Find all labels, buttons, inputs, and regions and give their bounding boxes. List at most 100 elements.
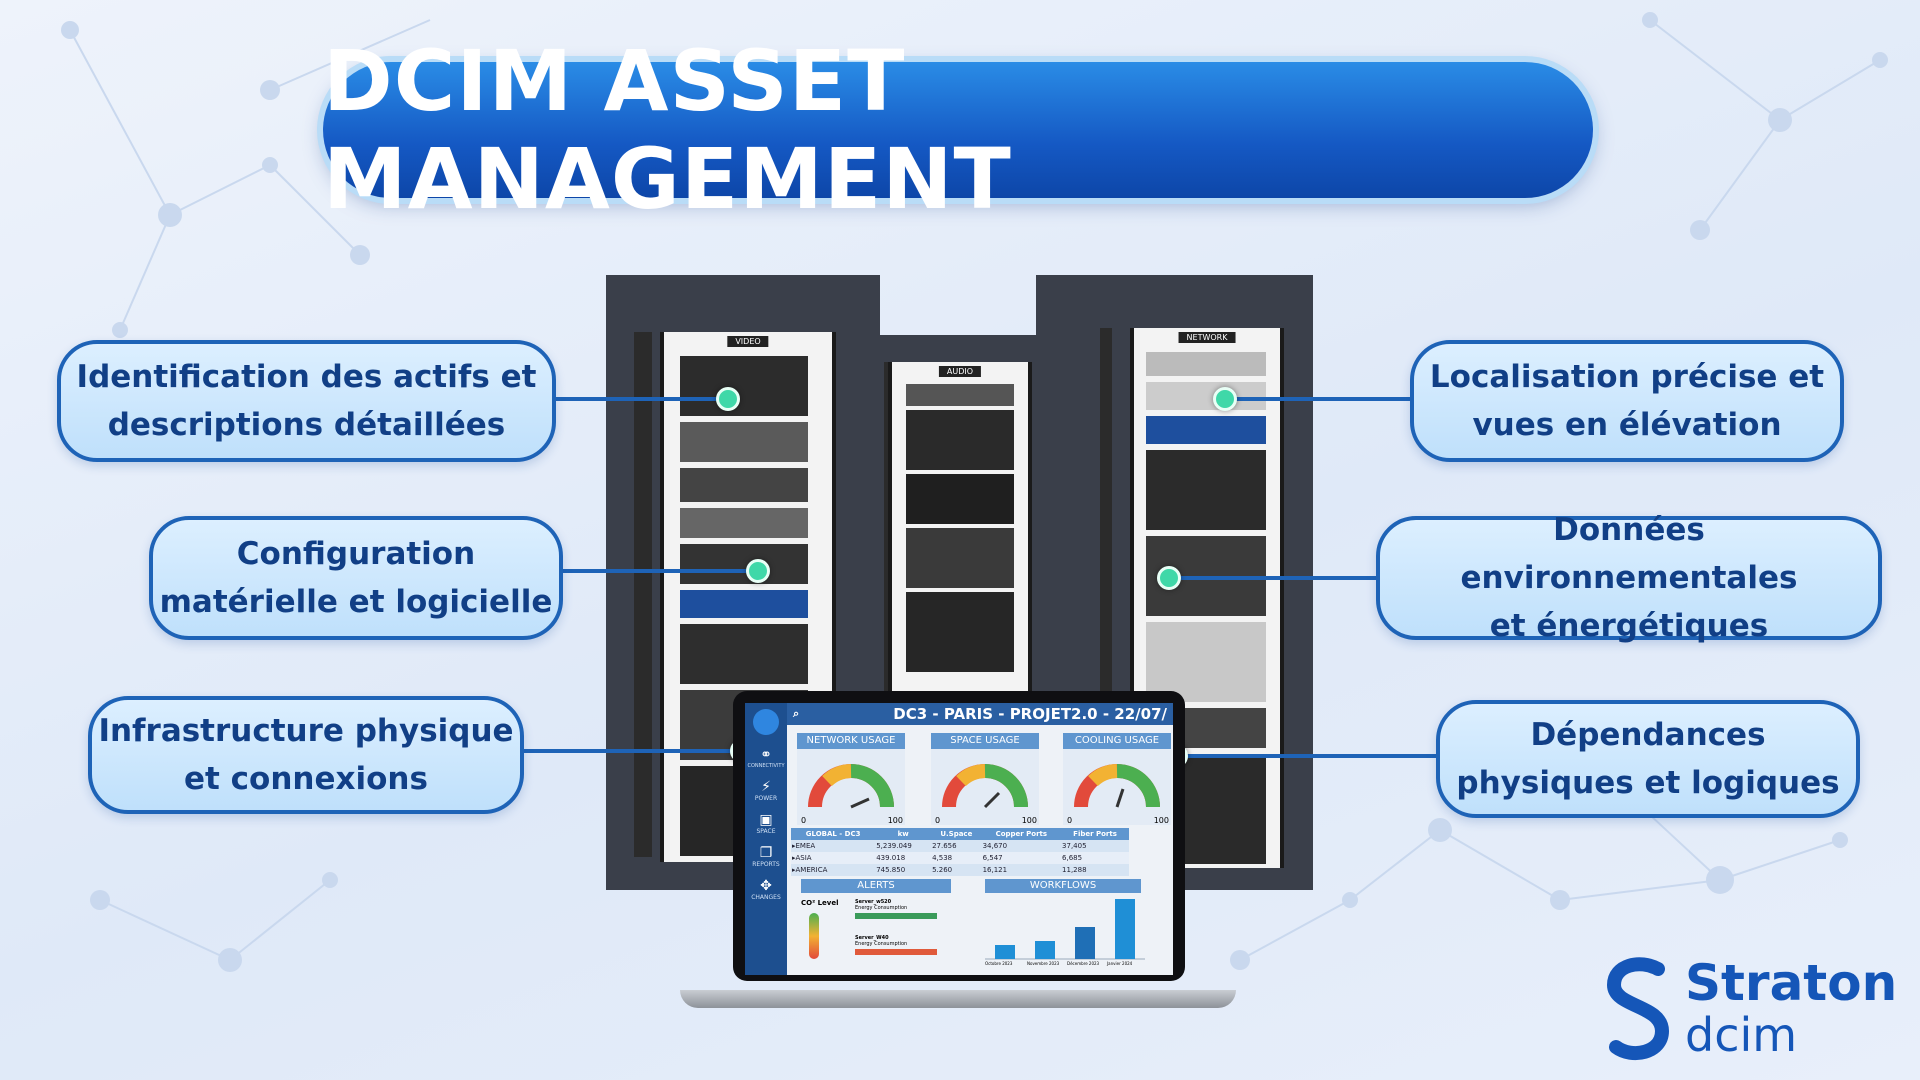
gauge-max: 100 xyxy=(1153,816,1169,825)
workflows-bar-chart xyxy=(985,899,1145,960)
connector-dot-left-1 xyxy=(716,387,740,411)
callout-text: physiques et logiques xyxy=(1456,765,1840,801)
alert-name: Server_w520 xyxy=(855,899,892,905)
callout-text: Configuration xyxy=(236,536,476,572)
alert-item[interactable]: Server_w520 Energy Consumption xyxy=(855,899,937,919)
workflow-month: Janvier 2024 xyxy=(1107,961,1133,966)
table-cell: 34,670 xyxy=(982,842,1008,850)
power-nav-item[interactable]: ⚡POWER xyxy=(745,779,787,802)
table-header: Copper Ports xyxy=(995,830,1048,838)
alert-item[interactable]: Server_W40 Energy Consumption xyxy=(855,935,937,955)
gauge-dial xyxy=(1074,764,1160,808)
gauge-max: 100 xyxy=(1021,816,1037,825)
table-header: GLOBAL - DC3 xyxy=(805,830,861,838)
reports-icon: ❐ xyxy=(759,845,773,861)
alert-name: Server_W40 xyxy=(855,935,889,941)
space-nav-item[interactable]: ▣SPACE xyxy=(745,812,787,835)
connector-line-right-2 xyxy=(1170,576,1380,580)
dashboard-sidebar: ⚭CONNECTIVITY ⚡POWER ▣SPACE ❐REPORTS ✥CH… xyxy=(745,703,787,975)
table-cell: 745.850 xyxy=(876,866,906,874)
co2-thermometer xyxy=(809,913,819,959)
title-banner: DCIM ASSET MANAGEMENT xyxy=(323,32,1593,228)
callout-text: descriptions détaillées xyxy=(107,407,506,443)
callout-text: Dépendances xyxy=(1530,717,1766,753)
co2-label: CO² Level xyxy=(801,899,839,907)
callout-text: Données environnementales xyxy=(1460,512,1798,596)
callout-location: Localisation précise et vues en élévation xyxy=(1410,340,1844,462)
callout-dependencies: Dépendances physiques et logiques xyxy=(1436,700,1860,818)
callout-configuration: Configuration matérielle et logicielle xyxy=(149,516,563,640)
rack-audio-equipment xyxy=(906,384,1014,672)
connector-dot-right-1 xyxy=(1213,387,1237,411)
gauge-min: 0 xyxy=(1067,816,1073,825)
gauge-title: NETWORK USAGE xyxy=(797,733,905,749)
dashboard-header: ⌕ DC3 - PARIS - PROJET2.0 - 22/07/ xyxy=(787,703,1173,725)
changes-nav-item[interactable]: ✥CHANGES xyxy=(745,878,787,901)
table-header: U.Space xyxy=(940,830,973,838)
connector-line-left-3 xyxy=(516,749,742,753)
power-icon: ⚡ xyxy=(761,779,771,795)
space-icon: ▣ xyxy=(759,812,773,828)
callout-text: matérielle et logicielle xyxy=(159,584,553,620)
rack-label-audio: AUDIO xyxy=(938,366,982,377)
workflow-month: Octobre 2023 xyxy=(985,961,1013,966)
gauge-dial xyxy=(808,764,894,809)
alert-bar xyxy=(855,913,937,919)
table-header-row: GLOBAL - DC3 kw U.Space Copper Ports Fib… xyxy=(791,828,1129,840)
table-header: kw xyxy=(897,830,909,838)
table-cell: 5,239.049 xyxy=(876,842,912,850)
gauge-network-usage: NETWORK USAGE 0 100 xyxy=(797,733,905,825)
table-cell: 37,405 xyxy=(1062,842,1087,850)
callout-text: Infrastructure physique xyxy=(98,713,514,749)
workflow-month: Décembre 2023 xyxy=(1067,961,1100,966)
page-title: DCIM ASSET MANAGEMENT xyxy=(323,32,1012,228)
gauge-cooling-usage: COOLING USAGE 0 100 xyxy=(1063,733,1171,825)
table-row[interactable]: ▸EMEA 5,239.049 27.656 34,670 37,405 xyxy=(791,840,1129,852)
app-logo-icon xyxy=(753,709,779,735)
alert-desc: Energy Consumption xyxy=(855,905,908,911)
gauge-title: COOLING USAGE xyxy=(1063,733,1171,749)
connector-line-right-1 xyxy=(1226,397,1410,401)
workflow-month: Novembre 2023 xyxy=(1027,961,1060,966)
alert-bar xyxy=(855,949,937,955)
straton-logo-icon xyxy=(1606,957,1670,1061)
workflows-title: WORKFLOWS xyxy=(985,879,1141,893)
callout-text: Localisation précise et xyxy=(1429,359,1825,395)
connectivity-icon: ⚭ xyxy=(760,747,772,763)
callout-text: Identification des actifs et xyxy=(76,359,537,395)
callout-text: vues en élévation xyxy=(1472,407,1782,443)
table-cell: 27.656 xyxy=(932,842,957,850)
table-cell: 4,538 xyxy=(932,854,953,862)
rack-label-network: NETWORK xyxy=(1178,332,1236,343)
table-cell: ▸ASIA xyxy=(792,854,812,862)
callout-physical-infrastructure: Infrastructure physique et connexions xyxy=(88,696,524,814)
gauge-min: 0 xyxy=(801,816,807,825)
reports-nav-item[interactable]: ❐REPORTS xyxy=(745,845,787,868)
pdu-strip-left xyxy=(634,332,652,857)
table-header: Fiber Ports xyxy=(1073,830,1117,838)
logo-sub: dcim xyxy=(1685,1008,1798,1062)
rack-network: NETWORK xyxy=(1130,328,1284,868)
rack-label-video: VIDEO xyxy=(727,336,769,347)
changes-icon: ✥ xyxy=(760,878,772,894)
gauge-max: 100 xyxy=(887,816,903,825)
callout-text: et connexions xyxy=(184,761,428,797)
dashboard-screen: ⚭CONNECTIVITY ⚡POWER ▣SPACE ❐REPORTS ✥CH… xyxy=(745,703,1173,975)
global-stats-table: GLOBAL - DC3 kw U.Space Copper Ports Fib… xyxy=(791,828,1129,876)
pdu-strip-center xyxy=(884,362,890,862)
connector-line-left-1 xyxy=(548,397,728,401)
table-cell: ▸EMEA xyxy=(792,842,816,850)
table-cell: 6,547 xyxy=(982,854,1003,862)
logo-name: Straton xyxy=(1685,954,1898,1012)
connectivity-nav-item[interactable]: ⚭CONNECTIVITY xyxy=(745,747,787,769)
connector-dot-left-2 xyxy=(746,559,770,583)
alert-desc: Energy Consumption xyxy=(855,941,908,947)
search-icon[interactable]: ⌕ xyxy=(793,707,800,720)
connector-line-left-2 xyxy=(555,569,758,573)
table-cell: 439.018 xyxy=(876,854,906,862)
table-cell: ▸AMERICA xyxy=(792,866,828,874)
laptop-base xyxy=(680,990,1236,1008)
